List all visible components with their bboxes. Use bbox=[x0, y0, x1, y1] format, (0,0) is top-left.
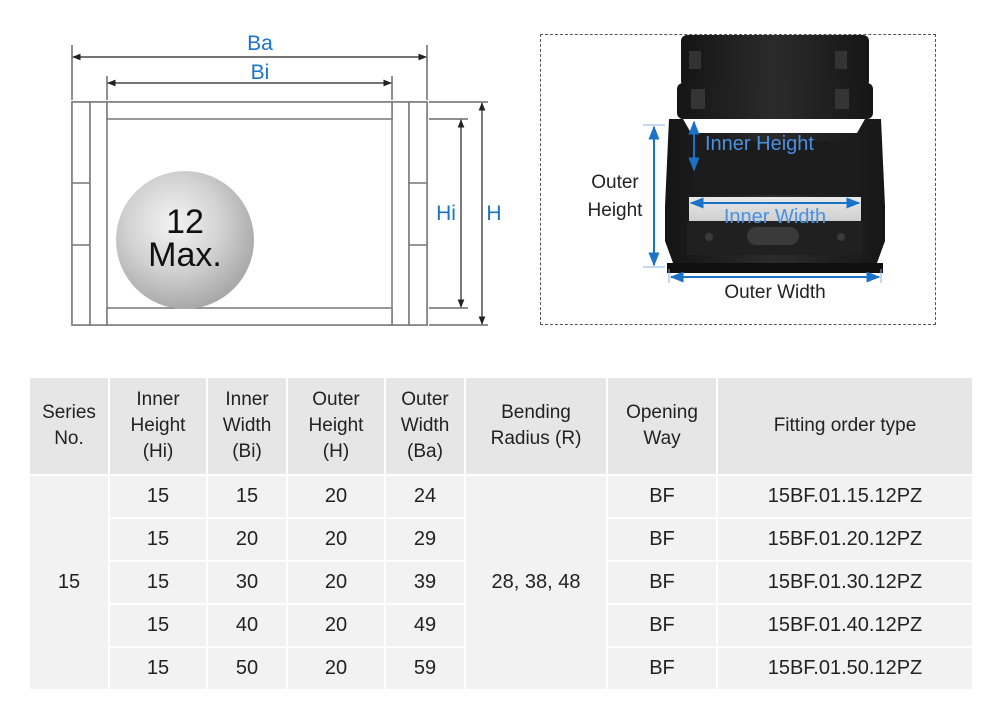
cell-fitting-order-type: 15BF.01.15.12PZ bbox=[718, 474, 972, 517]
cell-opening-way: BF bbox=[608, 474, 718, 517]
cell-outer-width: 59 bbox=[386, 646, 466, 689]
cell-inner-width: 30 bbox=[208, 560, 288, 603]
cell-opening-way: BF bbox=[608, 560, 718, 603]
cell-inner-height: 15 bbox=[110, 560, 208, 603]
cell-opening-way: BF bbox=[608, 603, 718, 646]
cell-opening-way: BF bbox=[608, 646, 718, 689]
inner-width-label: Inner Width bbox=[724, 206, 826, 228]
top-bar bbox=[106, 101, 393, 120]
side-plate-right-outer bbox=[408, 101, 428, 326]
header-line: Opening bbox=[626, 402, 698, 423]
header-line: Bending bbox=[501, 402, 571, 423]
hi-label: Hi bbox=[436, 202, 456, 225]
product-photo-panel: Inner Height Inner Width Outer Height Ou… bbox=[540, 34, 936, 325]
outer-height-label-1: Outer bbox=[591, 172, 639, 193]
ball-number: 12 bbox=[166, 203, 204, 241]
cell-inner-width: 40 bbox=[208, 603, 288, 646]
header-line: Outer bbox=[401, 389, 449, 410]
outer-width-label: Outer Width bbox=[724, 282, 825, 303]
header-line: Width bbox=[400, 415, 450, 436]
cell-opening-way: BF bbox=[608, 517, 718, 560]
header-line: Fitting order type bbox=[773, 415, 917, 436]
cell-fitting-order-type: 15BF.01.20.12PZ bbox=[718, 517, 972, 560]
cell-inner-width: 20 bbox=[208, 517, 288, 560]
header-line: Inner bbox=[136, 389, 180, 410]
header-line: Inner bbox=[225, 389, 269, 410]
cell-inner-width: 50 bbox=[208, 646, 288, 689]
side-plate-left-outer bbox=[71, 101, 91, 326]
bi-label: Bi bbox=[251, 61, 270, 84]
cell-inner-height: 15 bbox=[110, 517, 208, 560]
cell-inner-height: 15 bbox=[110, 603, 208, 646]
header-line: Way bbox=[643, 428, 681, 449]
header-line: (Hi) bbox=[142, 441, 174, 462]
inner-height-label: Inner Height bbox=[705, 133, 814, 155]
header-fitting-order-type: Fitting order type bbox=[718, 378, 972, 474]
ba-label: Ba bbox=[247, 32, 273, 55]
h-label: H bbox=[486, 202, 501, 225]
header-line: Width bbox=[222, 415, 272, 436]
header-line: (H) bbox=[322, 441, 350, 462]
header-line: (Bi) bbox=[232, 441, 262, 462]
cell-inner-height: 15 bbox=[110, 474, 208, 517]
cell-inner-width: 15 bbox=[208, 474, 288, 517]
cell-outer-height: 20 bbox=[288, 603, 386, 646]
cell-outer-width: 49 bbox=[386, 603, 466, 646]
cell-fitting-order-type: 15BF.01.30.12PZ bbox=[718, 560, 972, 603]
header-line: Radius (R) bbox=[490, 428, 582, 449]
header-line: No. bbox=[54, 428, 84, 449]
header-line: (Ba) bbox=[407, 441, 443, 462]
cable-ball bbox=[116, 171, 254, 309]
cell-outer-width: 24 bbox=[386, 474, 466, 517]
cell-outer-height: 20 bbox=[288, 646, 386, 689]
header-line: Outer bbox=[312, 389, 360, 410]
dimension-diagram: 12 Max. Ba Bi Hi H bbox=[71, 32, 502, 326]
side-plate-right-inner bbox=[391, 101, 410, 326]
cell-outer-height: 20 bbox=[288, 517, 386, 560]
cell-outer-height: 20 bbox=[288, 560, 386, 603]
ball-label: Max. bbox=[148, 236, 222, 274]
header-line: Series bbox=[42, 402, 96, 423]
cell-fitting-order-type: 15BF.01.50.12PZ bbox=[718, 646, 972, 689]
bottom-bar bbox=[106, 307, 393, 326]
cell-outer-width: 39 bbox=[386, 560, 466, 603]
cell-outer-height: 20 bbox=[288, 474, 386, 517]
header-line: Height bbox=[130, 415, 186, 436]
cell-bending-radius: 28, 38, 48 bbox=[466, 474, 608, 689]
cell-series-no: 15 bbox=[30, 474, 110, 689]
outer-height-label-2: Height bbox=[588, 200, 644, 221]
header-line: Height bbox=[308, 415, 364, 436]
cell-inner-height: 15 bbox=[110, 646, 208, 689]
cell-fitting-order-type: 15BF.01.40.12PZ bbox=[718, 603, 972, 646]
cable-chain-illustration: Inner Height Inner Width Outer Height Ou… bbox=[588, 35, 885, 303]
side-plate-left-inner bbox=[89, 101, 108, 326]
cell-outer-width: 29 bbox=[386, 517, 466, 560]
